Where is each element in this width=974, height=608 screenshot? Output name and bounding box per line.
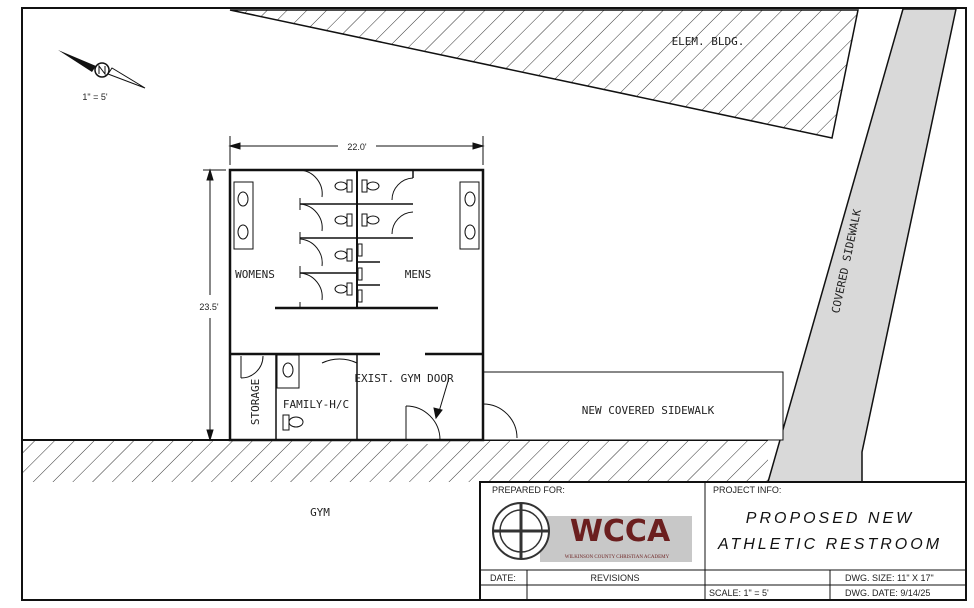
project-info-label: PROJECT INFO: [713,485,781,495]
logo-subtitle: WILKINSON COUNTY CHRISTIAN ACADEMY [565,555,670,560]
north-arrow-icon: 1" = 5' [58,50,146,102]
revisions-label: REVISIONS [590,573,639,583]
dimension-height-label: 23.5' [199,302,219,312]
family-hc-label: FAMILY-H/C [283,398,349,411]
scale: SCALE: 1" = 5' [709,588,769,598]
covered-sidewalk: COVERED SIDEWALK [767,8,957,483]
exist-gym-door-label: EXIST. GYM DOOR [354,372,454,385]
storage-label: STORAGE [249,379,262,425]
dimension-width [228,136,485,165]
elem-bldg-label: ELEM. BLDG. [672,35,745,48]
compass-scale: 1" = 5' [82,92,107,102]
dwg-size: DWG. SIZE: 11" X 17" [845,573,934,583]
project-title-line1: PROPOSED NEW [746,510,914,527]
date-label: DATE: [490,573,516,583]
prepared-for-label: PREPARED FOR: [492,485,565,495]
new-covered-sidewalk: NEW COVERED SIDEWALK [482,371,784,441]
elem-building: ELEM. BLDG. [229,9,859,139]
new-covered-sidewalk-label: NEW COVERED SIDEWALK [582,404,715,417]
mens-label: MENS [405,268,432,281]
womens-label: WOMENS [235,268,275,281]
dwg-date: DWG. DATE: 9/14/25 [845,588,930,598]
dimension-height [203,168,226,442]
wcca-logo: WCCA WILKINSON COUNTY CHRISTIAN ACADEMY [492,502,692,562]
gym-label: GYM [310,506,330,519]
restroom-building [228,168,485,442]
dimension-width-label: 22.0' [347,142,367,152]
project-title-line2: ATHLETIC RESTROOM [717,536,942,553]
logo-text: WCCA [570,514,671,549]
